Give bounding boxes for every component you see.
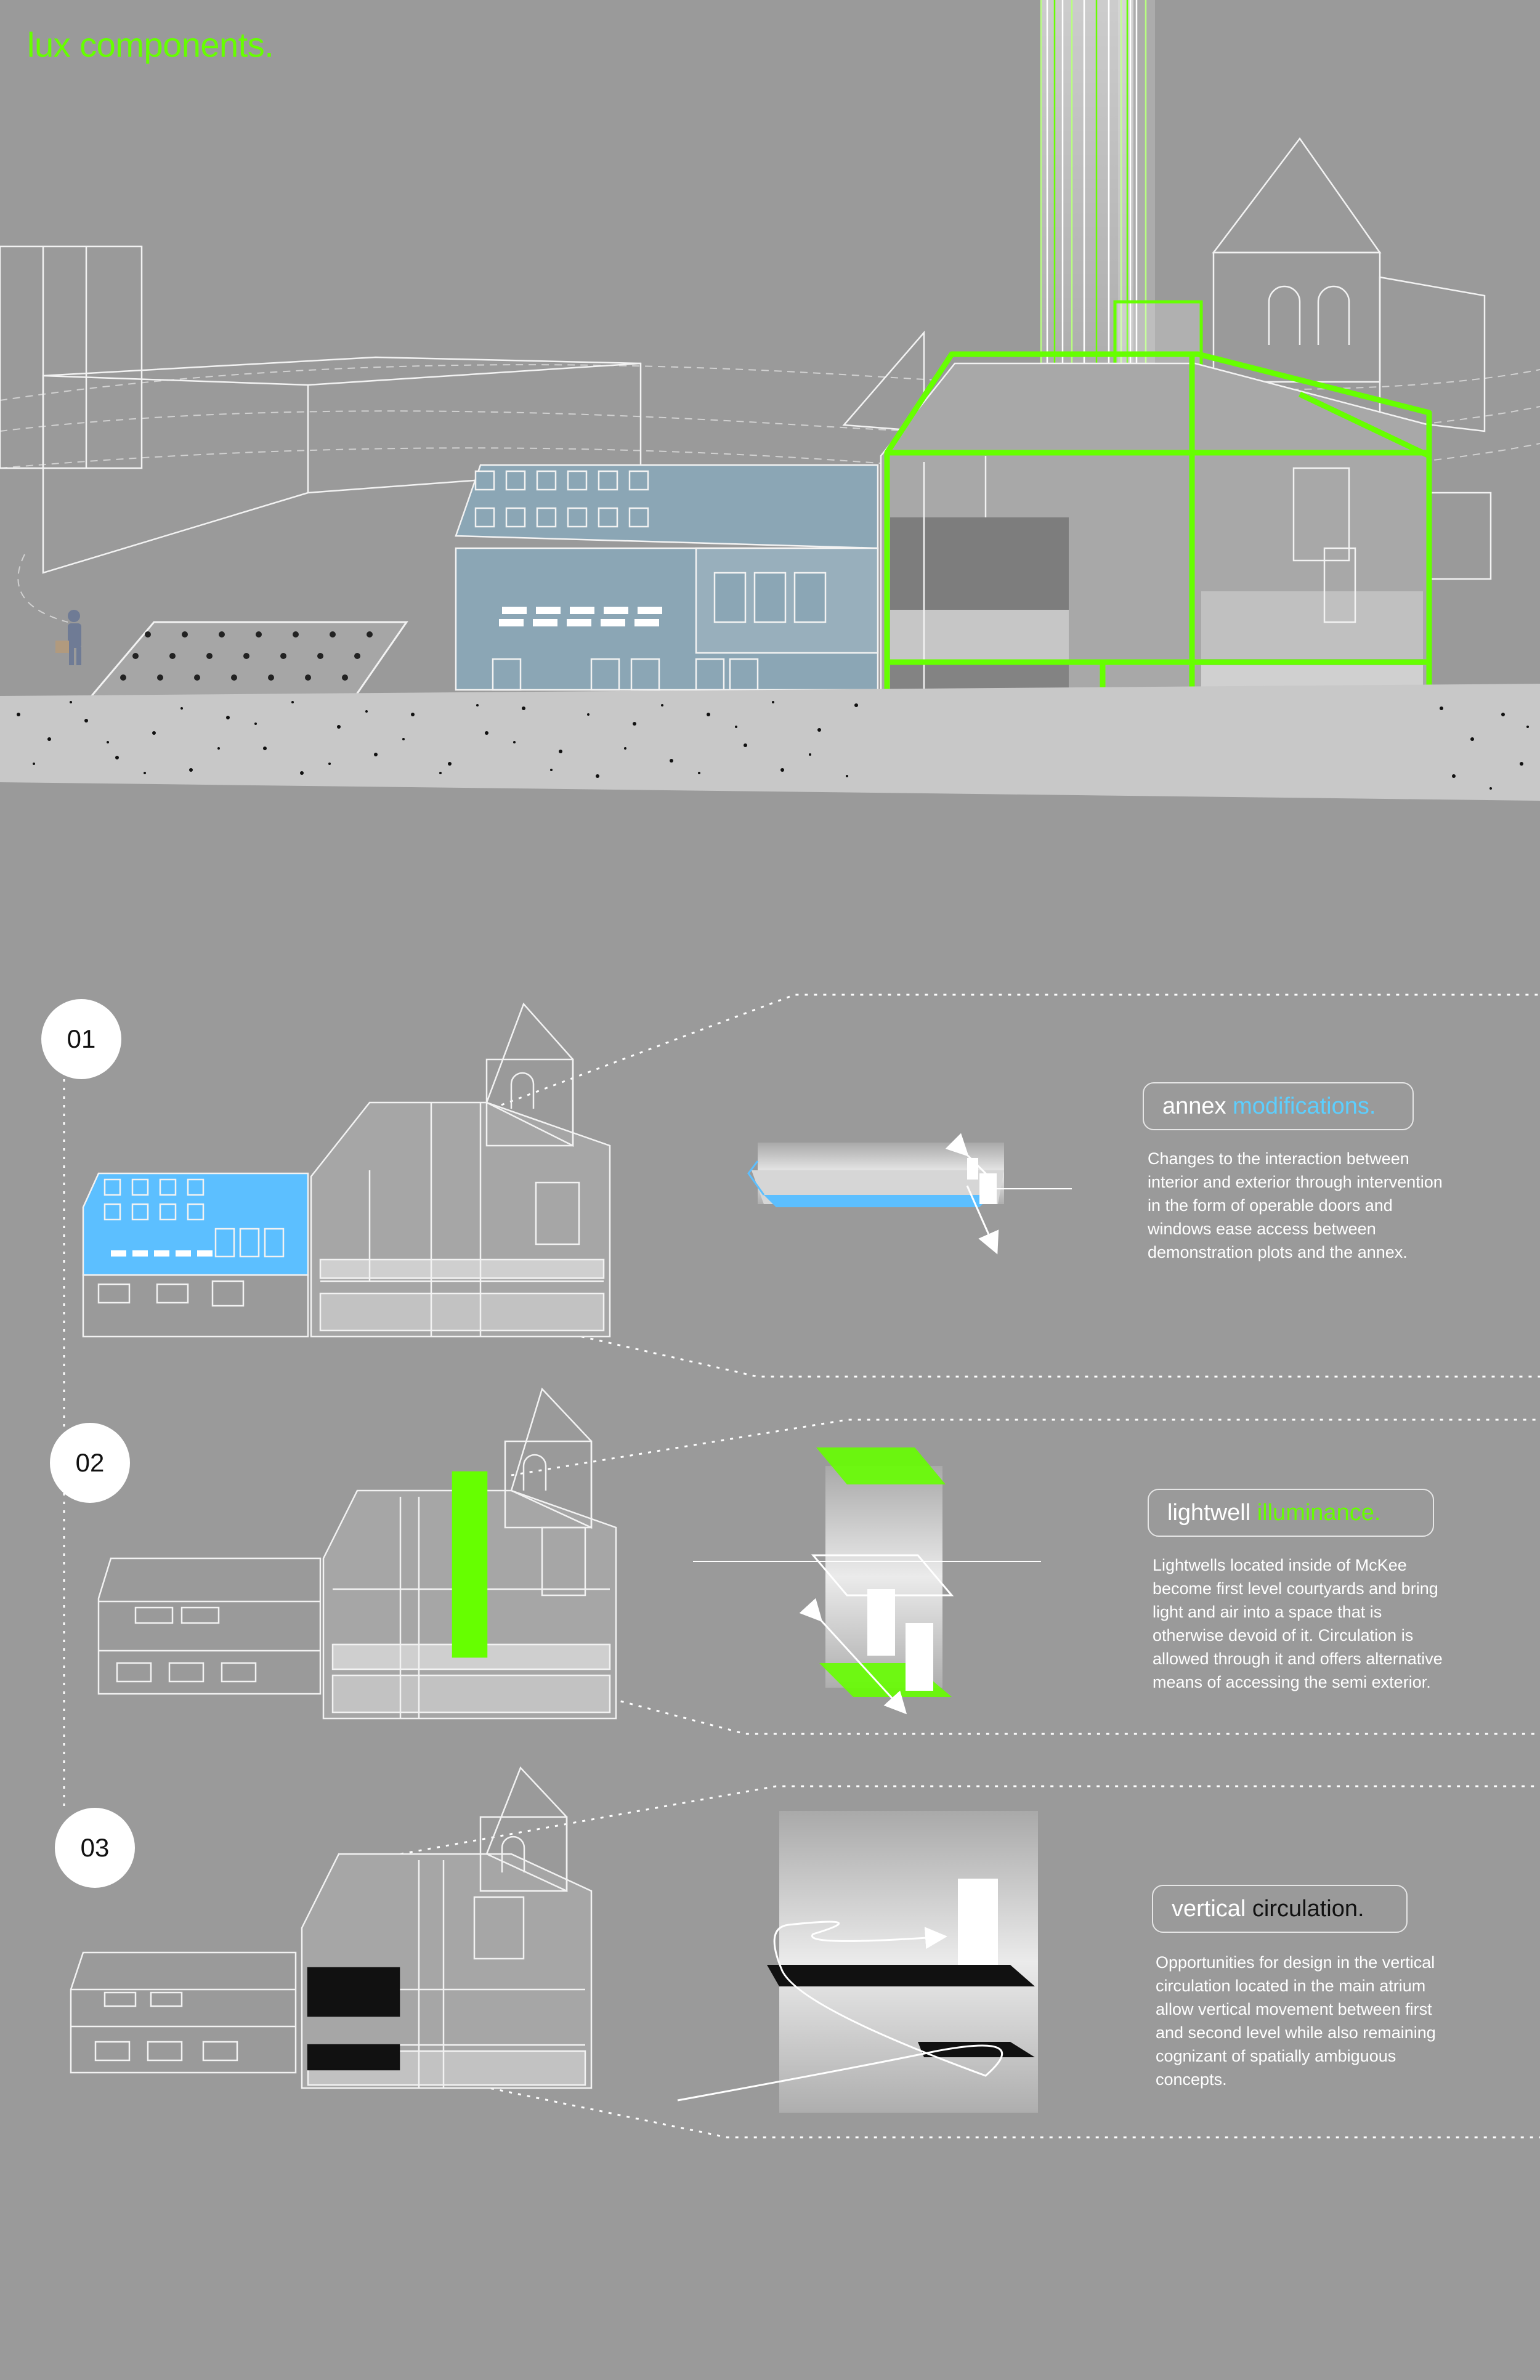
component-02-heading: lightwell illuminance.: [1148, 1489, 1434, 1537]
hero-axonometric-drawing: [0, 0, 1540, 801]
component-02-heading-plain: lightwell: [1167, 1499, 1251, 1526]
component-03-number-badge: 03: [55, 1808, 135, 1888]
component-01-concept-diagram: [747, 1133, 1072, 1255]
annex-building: [455, 464, 879, 691]
component-03-description: Opportunities for design in the vertical…: [1156, 1953, 1436, 2089]
component-03-building-drawing: [70, 1766, 593, 2089]
component-01-description: Changes to the interaction between inter…: [1148, 1149, 1443, 1261]
component-03-heading: vertical circulation.: [1152, 1885, 1408, 1933]
component-03-heading-plain: vertical: [1172, 1895, 1246, 1922]
ground-strip: [0, 684, 1540, 801]
component-01-heading-highlight: modifications.: [1226, 1093, 1376, 1119]
page-title: lux components.: [27, 25, 274, 64]
component-02-number: 02: [75, 1448, 105, 1477]
component-03-heading-highlight: circulation.: [1246, 1895, 1364, 1922]
component-03-callout-lines: [400, 1785, 1540, 2139]
component-01-building-drawing: [82, 1002, 611, 1338]
component-03-number: 03: [80, 1833, 110, 1862]
component-02-heading-highlight: illuminance.: [1250, 1499, 1381, 1526]
component-02-callout-lines: [486, 1419, 1540, 1735]
component-01-heading: annex modifications.: [1143, 1082, 1414, 1130]
component-02-concept-diagram: [693, 1447, 1041, 1715]
demonstration-plot: [84, 621, 408, 703]
component-02-building-drawing: [97, 1387, 617, 1720]
main-building: [880, 351, 1432, 765]
component-01-callout-lines: [310, 994, 1540, 1378]
component-03-concept-diagram: [677, 1811, 1038, 2113]
component-01-number: 01: [67, 1024, 96, 1053]
component-01-heading-plain: annex: [1162, 1093, 1226, 1119]
component-01-number-badge: 01: [41, 999, 121, 1079]
component-02-number-badge: 02: [50, 1423, 130, 1503]
person-figure: [55, 610, 81, 665]
component-02-description: Lightwells located inside of McKee becom…: [1153, 1556, 1443, 1691]
